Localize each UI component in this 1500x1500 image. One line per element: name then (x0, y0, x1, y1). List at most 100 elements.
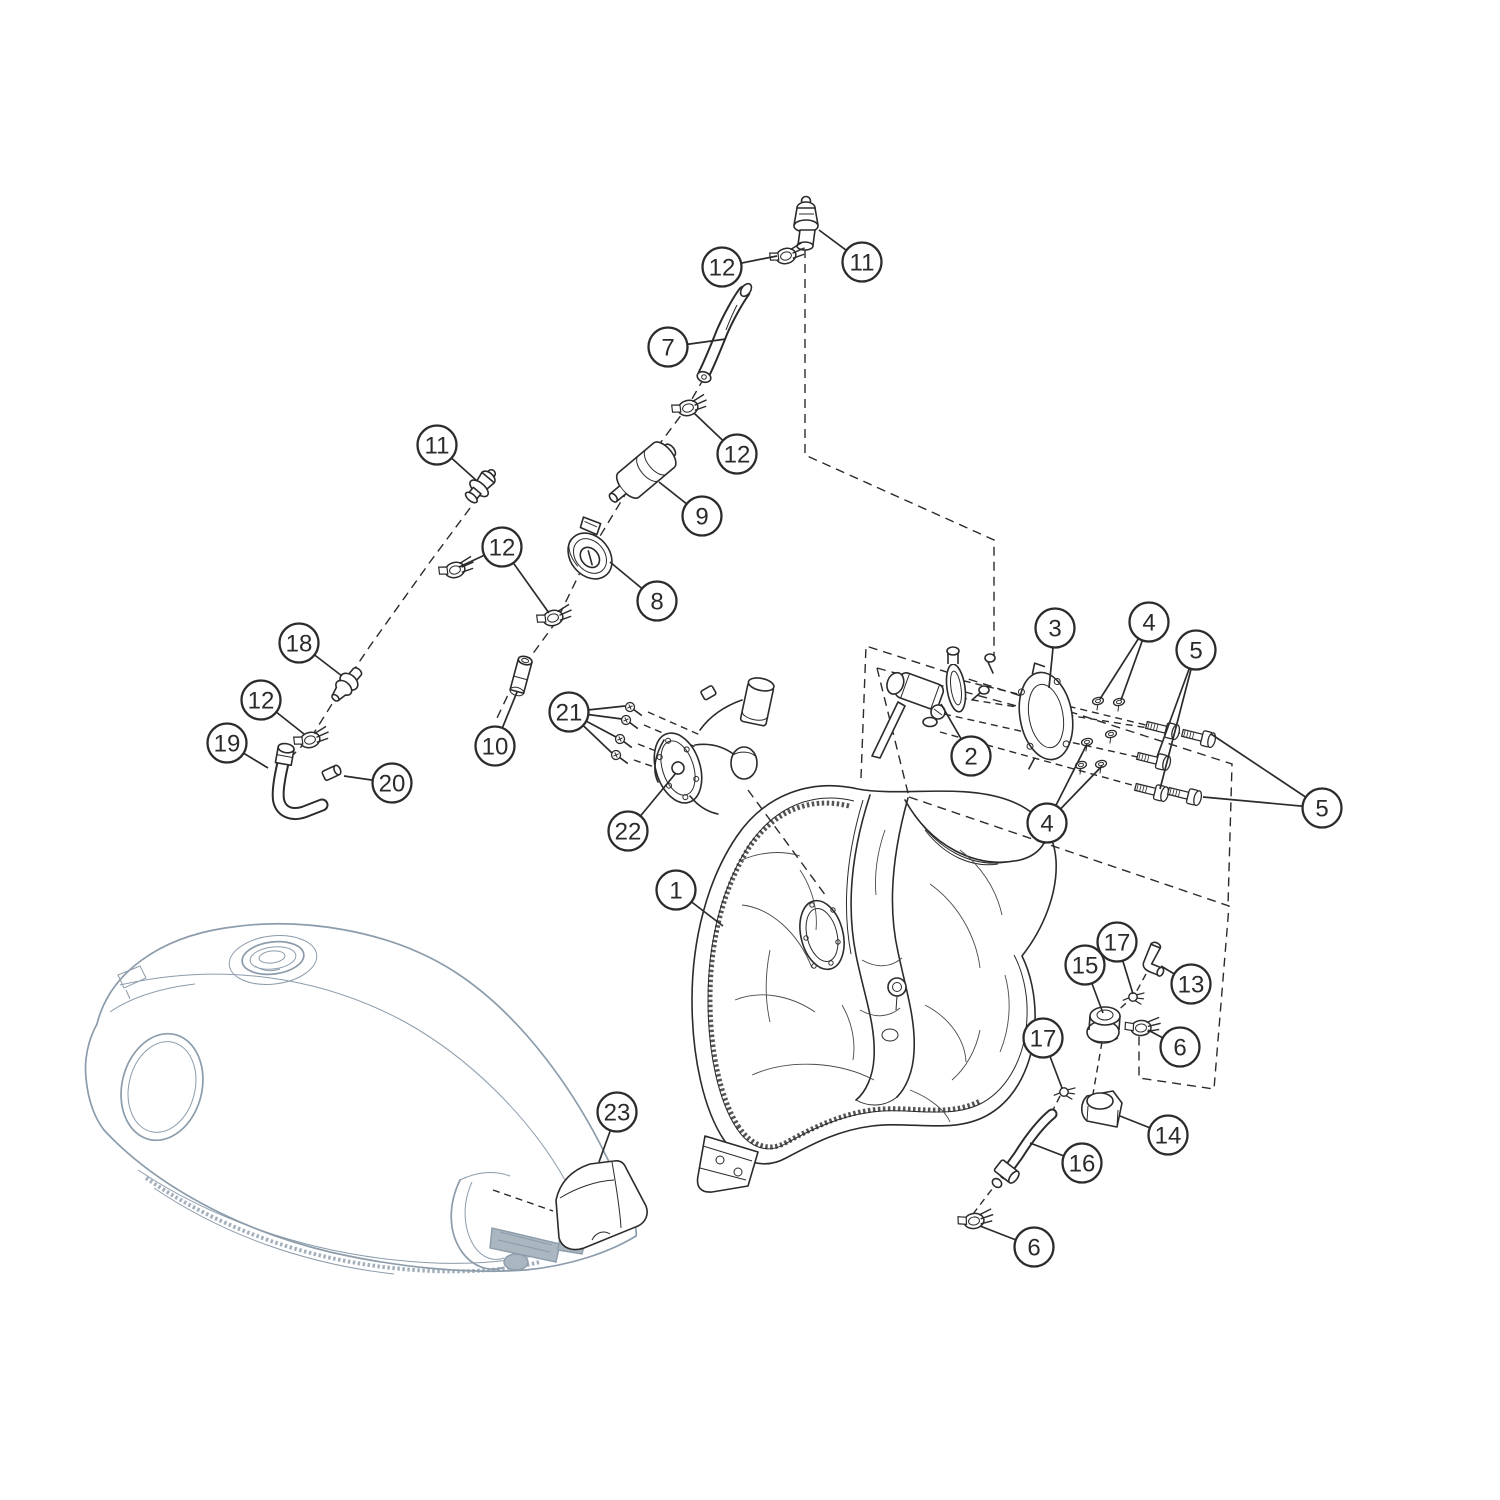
part-7-fuel-hose (696, 282, 753, 384)
callout-4: 4 (1099, 601, 1170, 701)
callout-18: 18 (278, 622, 343, 677)
part-9-fuel-filter (608, 441, 677, 503)
callout-19: 19 (206, 722, 269, 769)
callout-22-bubble (607, 810, 649, 852)
callout-1: 1 (655, 869, 724, 927)
callout-11: 11 (416, 424, 478, 482)
part-12-hose-clamp-b (669, 393, 711, 421)
callout-17-bubble (1022, 1017, 1064, 1059)
callout-17: 17 (1022, 1017, 1064, 1089)
callout-7: 7 (647, 326, 727, 368)
callout-12-bubble (701, 246, 743, 288)
callout-12-label: 12 (709, 255, 736, 282)
part-17-clip-a (1122, 987, 1147, 1007)
part-18-check-valve (331, 666, 363, 702)
callout-16: 16 (1029, 1142, 1103, 1184)
callout-18-label: 18 (286, 631, 313, 658)
callout-4-bubble (1026, 802, 1068, 844)
callout-4-label: 4 (1040, 811, 1053, 838)
callout-5-label: 5 (1315, 796, 1328, 823)
part-13-elbow-joint (1142, 941, 1165, 977)
callout-12: 12 (693, 412, 758, 475)
callout-8-bubble (636, 580, 678, 622)
callout-5-leader (1159, 649, 1197, 790)
part-20-plug (321, 764, 342, 782)
part-4-washers (1074, 695, 1127, 776)
part-1-fuel-tank (691, 785, 1057, 1193)
callout-3: 3 (1034, 607, 1076, 689)
callout-11-bubble (416, 424, 458, 466)
callout-12-bubble (240, 679, 282, 721)
callout-11: 11 (818, 229, 883, 283)
callout-2-label: 2 (964, 744, 977, 771)
part-22-fuel-pump-sender (653, 677, 775, 815)
callout-15: 15 (1064, 944, 1106, 1014)
part-23-protector-flap (555, 1160, 648, 1251)
callout-5-bubble (1301, 787, 1343, 829)
callout-13-bubble (1170, 963, 1212, 1005)
callout-13-label: 13 (1178, 972, 1205, 999)
part-16-fuel-hose-lower (991, 1108, 1058, 1189)
part-19-drain-hose (271, 742, 329, 821)
callout-19-bubble (206, 722, 248, 764)
callout-12: 12 (458, 526, 550, 614)
callout-12-label: 12 (724, 442, 751, 469)
callout-23: 23 (596, 1091, 638, 1163)
part-2-fuel-cock (871, 646, 996, 759)
callout-17: 17 (1096, 921, 1138, 995)
part-11-tank-fitting-left (464, 468, 497, 504)
part-15-grommet-valve (1086, 1006, 1121, 1044)
callout-1-label: 1 (669, 878, 682, 905)
callout-20-bubble (371, 762, 413, 804)
part-14-bracket (1080, 1090, 1123, 1128)
callout-17-label: 17 (1104, 930, 1131, 957)
callout-5: 5 (1202, 733, 1343, 829)
callout-5: 5 (1156, 629, 1217, 790)
callout-10-bubble (474, 725, 516, 767)
callout-20: 20 (343, 762, 413, 804)
callout-20-label: 20 (379, 771, 406, 798)
callout-23-label: 23 (604, 1100, 631, 1127)
callout-12: 12 (240, 679, 305, 735)
callout-10-label: 10 (482, 734, 509, 761)
callout-12-label: 12 (248, 688, 275, 715)
callout-8-label: 8 (650, 589, 663, 616)
part-11-tank-fitting-top (793, 195, 819, 251)
callout-6-label: 6 (1173, 1035, 1186, 1062)
callout-1-bubble (655, 869, 697, 911)
callout-6-bubble (1159, 1026, 1201, 1068)
callout-16-bubble (1061, 1142, 1103, 1184)
callout-9: 9 (658, 481, 723, 537)
callout-6-label: 6 (1027, 1235, 1040, 1262)
callout-2: 2 (940, 703, 992, 777)
callout-21-bubble (548, 691, 590, 733)
callout-14-label: 14 (1155, 1123, 1182, 1150)
callout-12-bubble (481, 526, 523, 568)
callout-14: 14 (1119, 1114, 1189, 1156)
callout-5-bubble (1175, 629, 1217, 671)
callout-3-bubble (1034, 607, 1076, 649)
callout-5-leader (1210, 733, 1323, 809)
ghost-assembled-tank (84, 923, 638, 1275)
callout-18-bubble (278, 622, 320, 664)
callout-15-bubble (1064, 944, 1106, 986)
part-10-joint-pipe (509, 655, 533, 697)
callout-7-label: 7 (661, 335, 674, 362)
callout-14-bubble (1147, 1114, 1189, 1156)
callout-8: 8 (609, 561, 678, 622)
callout-22-label: 22 (615, 819, 642, 846)
callout-16-label: 16 (1069, 1151, 1096, 1178)
callout-4: 4 (1026, 743, 1103, 844)
callout-11-label: 11 (850, 250, 875, 277)
callout-3-label: 3 (1048, 616, 1061, 643)
callout-21: 21 (548, 691, 626, 754)
callout-11-bubble (841, 241, 883, 283)
callout-10: 10 (474, 691, 518, 767)
callout-6: 6 (979, 1225, 1055, 1268)
callout-23-bubble (596, 1091, 638, 1133)
part-12-hose-clamp-c (534, 603, 576, 631)
callout-9-bubble (681, 495, 723, 537)
